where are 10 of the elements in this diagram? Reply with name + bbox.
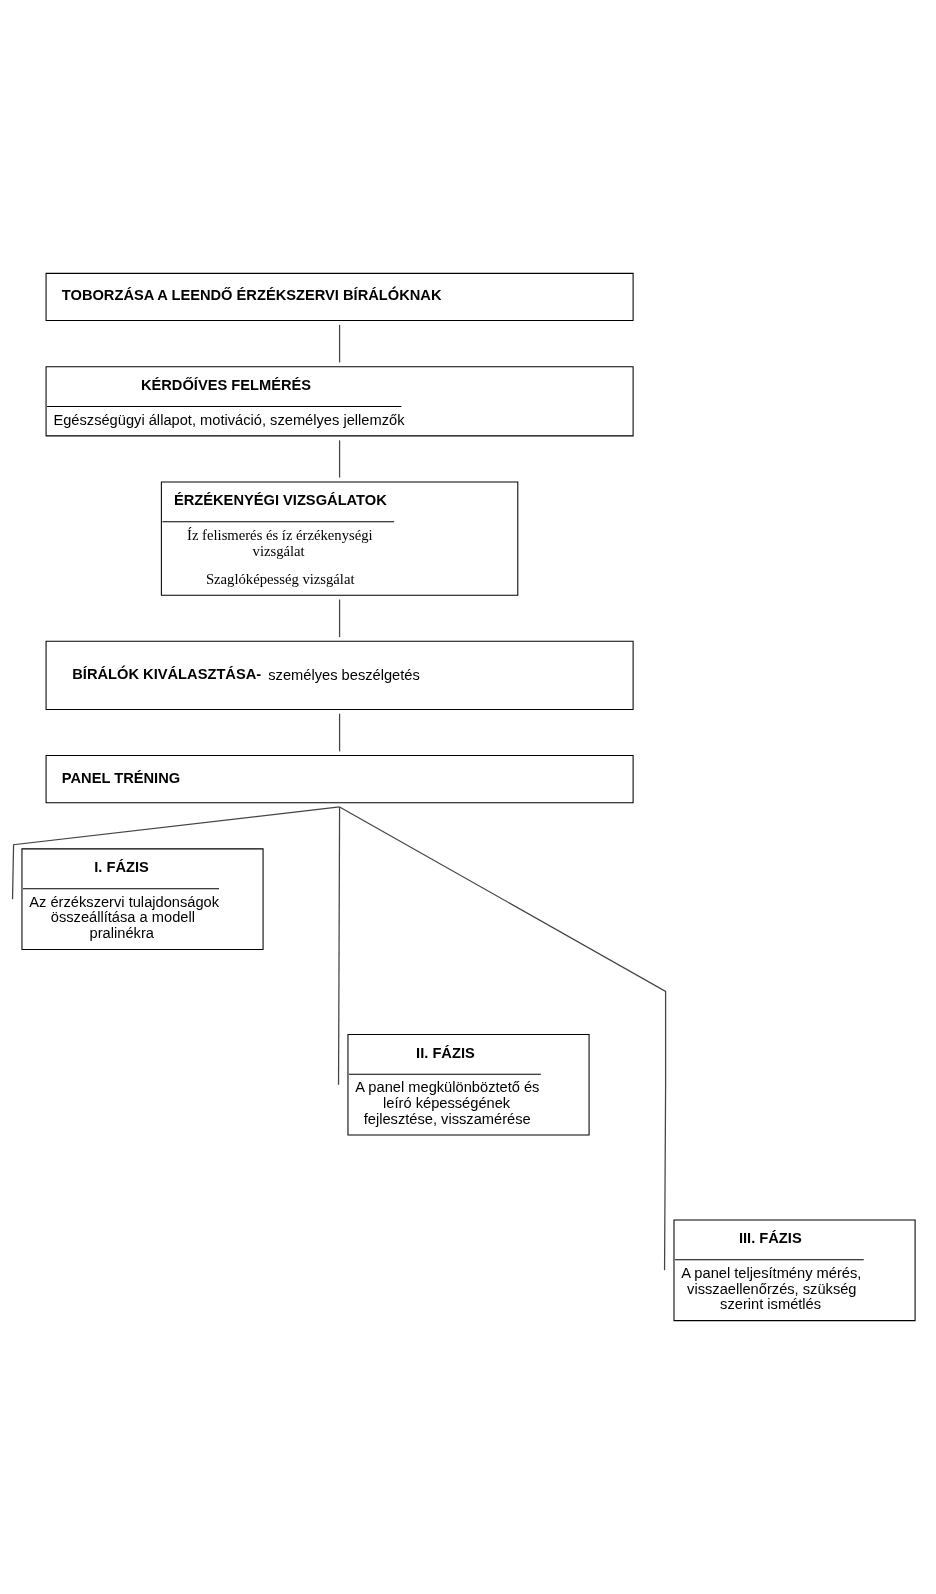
connector — [338, 598, 341, 638]
connector — [338, 324, 341, 364]
connector — [337, 806, 341, 1086]
node-box: BÍRÁLÓK KIVÁLASZTÁSA- személyes beszélgetés — [45, 640, 634, 710]
node-box: PANEL TRÉNING — [45, 755, 634, 804]
connector — [338, 439, 341, 479]
connector — [338, 713, 341, 752]
node-box: TOBORZÁSA A LEENDŐ ÉRZÉKSZERVI BÍRÁLÓKNAK — [45, 272, 634, 322]
connector — [338, 806, 667, 1271]
connector — [11, 806, 341, 900]
